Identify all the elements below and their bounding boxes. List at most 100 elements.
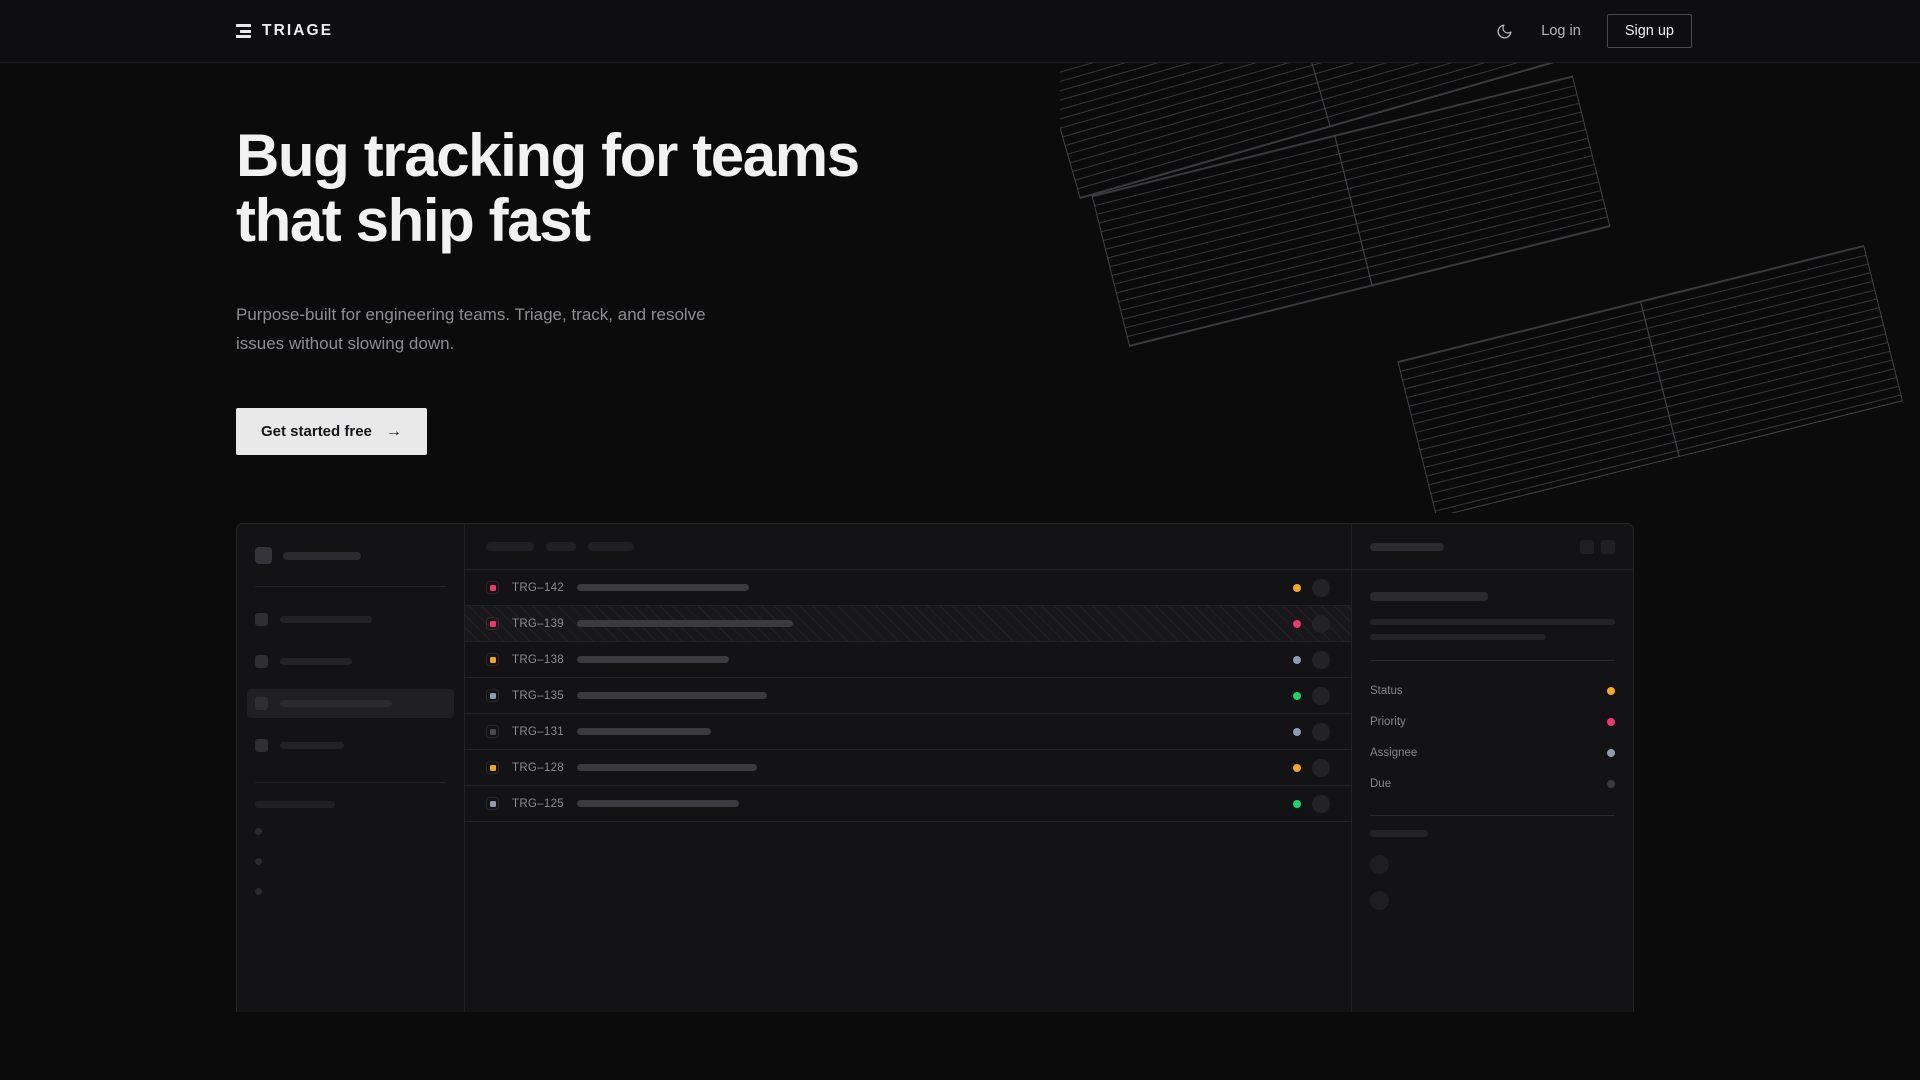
detail-issue-title-placeholder xyxy=(1370,592,1488,601)
avatar[interactable] xyxy=(1312,578,1330,597)
row-meta xyxy=(1293,614,1330,633)
hero-title-line-2: that ship fast xyxy=(236,187,591,255)
issue-id: TRG–131 xyxy=(512,725,564,738)
sidebar-divider-1 xyxy=(255,586,446,587)
detail-panel-header xyxy=(1352,524,1633,570)
top-navigation-bar: TRIAGE Log in Sign up xyxy=(0,0,1920,63)
avatar[interactable] xyxy=(1312,686,1330,705)
table-row[interactable]: TRG–131 xyxy=(465,714,1351,750)
detail-header-button-0[interactable] xyxy=(1580,539,1594,554)
sidebar-nav-item-1[interactable] xyxy=(247,647,454,676)
sidebar-nav-item-3[interactable] xyxy=(247,731,454,760)
sidebar-divider-2 xyxy=(255,782,446,783)
mock-toolbar xyxy=(465,524,1351,570)
toolbar-control-0[interactable] xyxy=(486,542,534,551)
detail-title-placeholder xyxy=(1370,542,1444,551)
detail-meta-label: Priority xyxy=(1370,715,1406,728)
get-started-button[interactable]: Get started free → xyxy=(236,408,427,456)
sidebar-nav-item-2[interactable] xyxy=(247,689,454,718)
sidebar-project-dot-0[interactable] xyxy=(255,828,262,835)
mock-sidebar-workspace[interactable] xyxy=(255,542,446,564)
detail-meta-label: Status xyxy=(1370,684,1403,697)
row-meta xyxy=(1293,722,1330,741)
decorative-panels-graphic xyxy=(1060,63,1903,513)
issue-title-placeholder xyxy=(577,800,739,807)
issue-title-placeholder xyxy=(577,764,757,771)
detail-meta-value-dot xyxy=(1607,686,1615,695)
issue-title-placeholder xyxy=(577,584,749,591)
detail-meta-row-due[interactable]: Due xyxy=(1370,768,1615,799)
detail-desc-line-2 xyxy=(1370,634,1547,640)
login-link[interactable]: Log in xyxy=(1541,23,1581,39)
issue-id: TRG–138 xyxy=(512,653,564,666)
detail-header-button-1[interactable] xyxy=(1601,539,1615,554)
row-meta xyxy=(1293,578,1330,597)
issue-title-placeholder xyxy=(577,656,729,663)
sidebar-project-dot-1[interactable] xyxy=(255,858,262,865)
detail-divider-1 xyxy=(1370,660,1615,661)
status-badge xyxy=(1293,727,1301,736)
priority-icon xyxy=(486,653,499,666)
detail-activity-label-placeholder xyxy=(1370,830,1428,837)
detail-desc-line-1 xyxy=(1370,619,1615,625)
detail-header-buttons xyxy=(1580,539,1615,554)
detail-divider-2 xyxy=(1370,815,1615,816)
issue-title-placeholder xyxy=(577,728,711,735)
avatar[interactable] xyxy=(1312,614,1330,633)
sidebar-nav-item-0[interactable] xyxy=(247,605,454,634)
page-title: Bug tracking for teams that ship fast xyxy=(236,123,936,254)
status-badge xyxy=(1293,763,1301,772)
table-row[interactable]: TRG–135 xyxy=(465,678,1351,714)
sidebar-nav-label-placeholder xyxy=(280,658,352,665)
sidebar-nav-icon xyxy=(255,697,268,710)
avatar[interactable] xyxy=(1312,758,1330,777)
detail-meta-value-dot xyxy=(1607,717,1615,726)
avatar[interactable] xyxy=(1312,794,1330,813)
priority-icon xyxy=(486,581,499,594)
table-row[interactable]: TRG–138 xyxy=(465,642,1351,678)
priority-icon xyxy=(486,689,499,702)
workspace-name-placeholder xyxy=(283,551,361,560)
table-row[interactable]: TRG–128 xyxy=(465,750,1351,786)
issue-id: TRG–128 xyxy=(512,761,564,774)
avatar[interactable] xyxy=(1312,650,1330,669)
table-row[interactable]: TRG–142 xyxy=(465,570,1351,606)
detail-meta-row-status[interactable]: Status xyxy=(1370,675,1615,706)
priority-icon xyxy=(486,761,499,774)
sidebar-project-dot-2[interactable] xyxy=(255,888,262,895)
issue-title-placeholder xyxy=(577,620,793,627)
comment-avatar-1 xyxy=(1370,891,1389,910)
status-badge xyxy=(1293,619,1301,628)
detail-comments xyxy=(1370,855,1615,910)
brand-logo[interactable]: TRIAGE xyxy=(236,22,333,40)
row-meta xyxy=(1293,650,1330,669)
toolbar-control-2[interactable] xyxy=(588,542,634,551)
issue-id: TRG–142 xyxy=(512,581,564,594)
moon-icon[interactable] xyxy=(1493,20,1515,42)
status-badge xyxy=(1293,799,1301,808)
toolbar-control-1[interactable] xyxy=(546,542,576,551)
issue-id: TRG–135 xyxy=(512,689,564,702)
detail-meta-row-priority[interactable]: Priority xyxy=(1370,706,1615,737)
table-row[interactable]: TRG–139 xyxy=(465,606,1351,642)
signup-button[interactable]: Sign up xyxy=(1606,14,1692,48)
arrow-right-icon: → xyxy=(385,422,402,440)
sidebar-nav-label-placeholder xyxy=(280,616,372,623)
detail-meta-row-assignee[interactable]: Assignee xyxy=(1370,737,1615,768)
mock-sidebar-projects xyxy=(255,828,446,895)
detail-meta-label: Assignee xyxy=(1370,746,1418,759)
issue-id: TRG–139 xyxy=(512,617,564,630)
status-badge xyxy=(1293,691,1301,700)
priority-icon xyxy=(486,797,499,810)
sidebar-nav-label-placeholder xyxy=(280,700,392,707)
priority-icon xyxy=(486,617,499,630)
sidebar-section-label-placeholder xyxy=(255,801,335,808)
avatar[interactable] xyxy=(1312,722,1330,741)
priority-icon xyxy=(486,725,499,738)
mock-sidebar-nav xyxy=(247,605,454,760)
table-row[interactable]: TRG–125 xyxy=(465,786,1351,822)
